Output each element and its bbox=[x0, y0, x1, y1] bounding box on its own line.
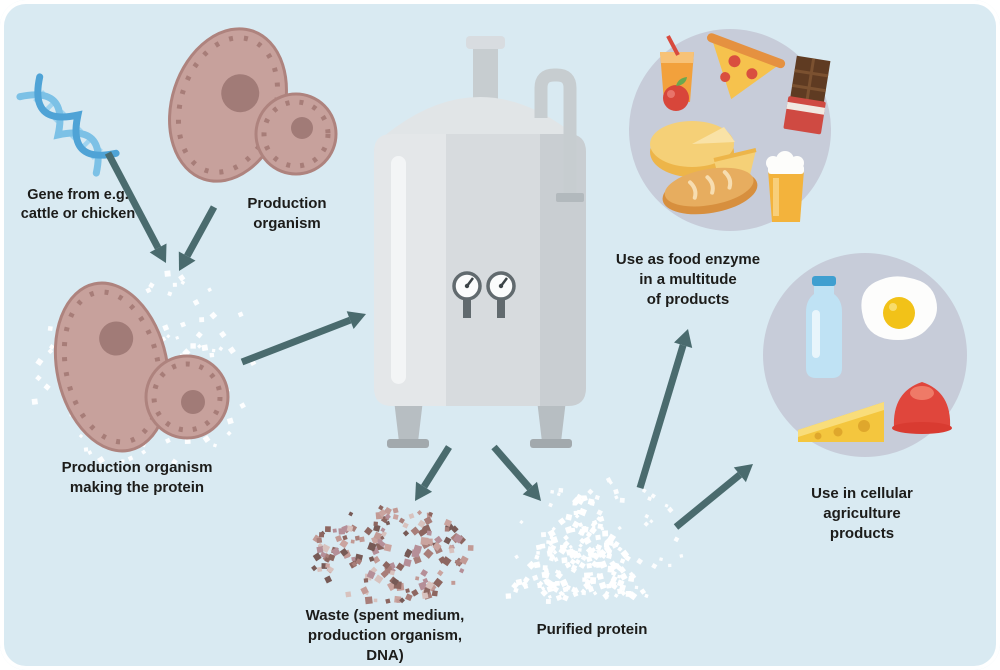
waste-cluster bbox=[311, 504, 474, 605]
beer-icon bbox=[766, 151, 804, 222]
pizza-icon bbox=[707, 33, 786, 100]
arrow-tank-to-waste bbox=[415, 445, 452, 501]
tank-pipe-flange bbox=[556, 193, 584, 202]
tank-leg-right bbox=[537, 400, 566, 442]
tank-leg-left bbox=[394, 400, 423, 442]
label-cellular-agriculture-use: Use in cellular agriculture products bbox=[811, 485, 913, 542]
dna-icon bbox=[16, 73, 120, 177]
process-arrows bbox=[104, 151, 753, 530]
cheese-wheel-icon bbox=[650, 121, 757, 177]
jelly-icon bbox=[892, 382, 952, 434]
bread-icon bbox=[662, 167, 758, 215]
production-organism-cells bbox=[168, 27, 338, 183]
dna-rungs bbox=[33, 90, 103, 160]
label-production-making-protein: Production organism making the protein bbox=[61, 459, 213, 496]
label-gene-source: Gene from e.g. cattle or chicken bbox=[20, 187, 136, 223]
fried-egg-icon bbox=[861, 276, 937, 340]
cheese-wedge-icon bbox=[798, 402, 884, 442]
tank-dome bbox=[377, 97, 583, 142]
arrow-tank-to-protein bbox=[491, 444, 541, 501]
arrow-gene-to-cells bbox=[104, 151, 167, 263]
tank-pipe bbox=[534, 68, 577, 196]
label-food-enzyme-use: Use as food enzyme in a multitude of pro… bbox=[615, 251, 761, 308]
label-purified-protein: Purified protein bbox=[536, 621, 648, 638]
fermentation-tank bbox=[374, 36, 586, 448]
protein-producing-cells bbox=[53, 281, 230, 453]
arrow-cells-to-tank bbox=[240, 311, 366, 366]
purified-protein-pile bbox=[505, 476, 684, 604]
chocolate-icon bbox=[783, 55, 831, 135]
tank-hatch-neck bbox=[473, 44, 498, 102]
arrow-protein-to-enzyme bbox=[636, 329, 693, 490]
label-waste: Waste (spent medium, production organism… bbox=[305, 607, 465, 664]
tank-gauges bbox=[452, 271, 516, 318]
tank-hatch-cap bbox=[466, 36, 505, 49]
arrow-protein-to-agriculture bbox=[673, 464, 753, 530]
juice-icon bbox=[660, 35, 694, 111]
label-production-organism: Production organism bbox=[247, 195, 327, 232]
milk-bottle-icon bbox=[806, 276, 842, 378]
arrow-organism-to-cells bbox=[178, 205, 218, 271]
